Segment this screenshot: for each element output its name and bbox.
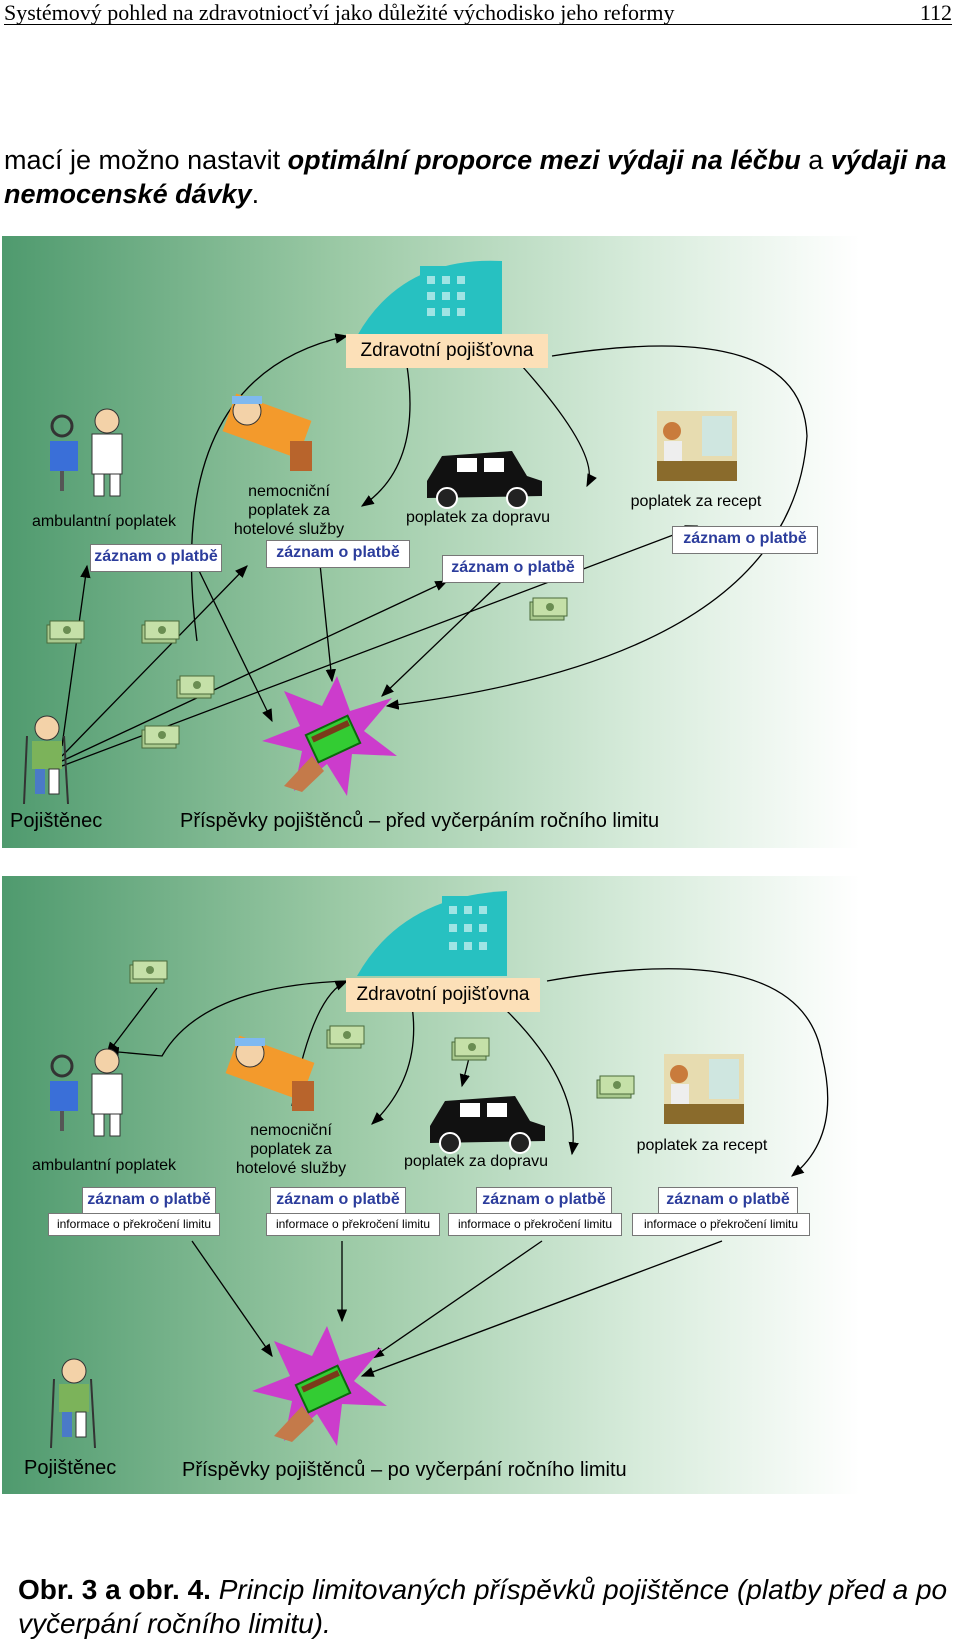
payment-record-prescription: záznam o platbě: [672, 526, 818, 554]
car-icon: [427, 451, 542, 509]
transport-fee-label: poplatek za dopravu: [403, 1153, 549, 1170]
intro-text-2: a: [800, 145, 831, 175]
figure2-subtitle: Příspěvky pojištěnců – po vyčerpání ročn…: [182, 1459, 627, 1481]
pharmacy-icon: [664, 1054, 744, 1124]
building-icon: [357, 891, 507, 976]
insurer-box: Zdravotní pojišťovna: [346, 334, 548, 368]
caption-text: Princip limitovaných příspěvků pojištěnc…: [18, 1574, 948, 1639]
insurer-box: Zdravotní pojišťovna: [346, 978, 540, 1012]
caption-label: Obr. 3 a obr. 4.: [18, 1574, 211, 1605]
pharmacy-icon: [657, 411, 737, 481]
car-icon: [430, 1096, 545, 1154]
payment-record-transport: záznam o platbě: [442, 555, 584, 583]
intro-emphasis-1: optimální proporce mezi výdaji na léčbu: [287, 145, 801, 175]
hospital-fee-label: nemocniční poplatek za hotelové služby: [233, 483, 345, 538]
payment-record-transport: záznam o platbě: [476, 1187, 612, 1215]
transport-fee-label: poplatek za dopravu: [405, 509, 551, 526]
patient-bed-icon: [222, 393, 312, 471]
ambulance-fee-label: ambulantní poplatek: [31, 1157, 177, 1174]
intro-text-1: mací je možno nastavit: [4, 145, 288, 175]
intro-emphasis-2: výdaji na nemocenské dávky: [4, 145, 947, 209]
building-icon: [357, 260, 502, 336]
limit-info-transport: informace o překročení limitu: [448, 1213, 622, 1236]
intro-text-3: .: [251, 179, 260, 209]
figure1-subtitle: Příspěvky pojištěnců – před vyčerpáním r…: [180, 810, 660, 832]
insured-label: Pojištěnec: [10, 810, 103, 832]
figure-after-limit: Zdravotní pojišťovna ambulantní poplatek…: [2, 876, 860, 1494]
patient-bed-icon: [225, 1035, 315, 1111]
card-hand-icon: [252, 1326, 387, 1446]
page-number: 112: [919, 0, 952, 25]
payment-record-hospital: záznam o platbě: [270, 1187, 406, 1215]
figure-caption: Obr. 3 a obr. 4. Princip limitovaných př…: [18, 1573, 958, 1641]
page-header: Systémový pohled na zdravotniocťví jako …: [4, 0, 952, 25]
payment-record-prescription: záznam o platbě: [658, 1187, 798, 1215]
figure-before-limit: Zdravotní pojišťovna ambulantní poplatek…: [2, 236, 860, 848]
card-hand-icon: [262, 676, 397, 796]
header-title: Systémový pohled na zdravotniocťví jako …: [4, 0, 675, 25]
intro-paragraph: mací je možno nastavit optimální proporc…: [4, 143, 954, 211]
insured-label: Pojištěnec: [24, 1457, 117, 1479]
limit-info-prescription: informace o překročení limitu: [632, 1213, 810, 1236]
ambulance-fee-label: ambulantní poplatek: [31, 513, 177, 530]
payment-record-ambulance: záznam o platbě: [82, 1187, 216, 1215]
prescription-fee-label: poplatek za recept: [630, 493, 762, 510]
insured-child-icon: [50, 1358, 96, 1449]
insured-child-icon: [23, 715, 69, 805]
payment-record-hospital: záznam o platbě: [266, 540, 410, 568]
limit-info-ambulance: informace o překročení limitu: [48, 1213, 220, 1236]
hospital-fee-label: nemocniční poplatek za hotelové služby: [235, 1122, 347, 1177]
doctor-icon: [50, 1048, 123, 1137]
prescription-fee-label: poplatek za recept: [636, 1137, 768, 1154]
limit-info-hospital: informace o překročení limitu: [266, 1213, 440, 1236]
payment-record-ambulance: záznam o platbě: [90, 544, 222, 572]
doctor-icon: [50, 408, 123, 497]
